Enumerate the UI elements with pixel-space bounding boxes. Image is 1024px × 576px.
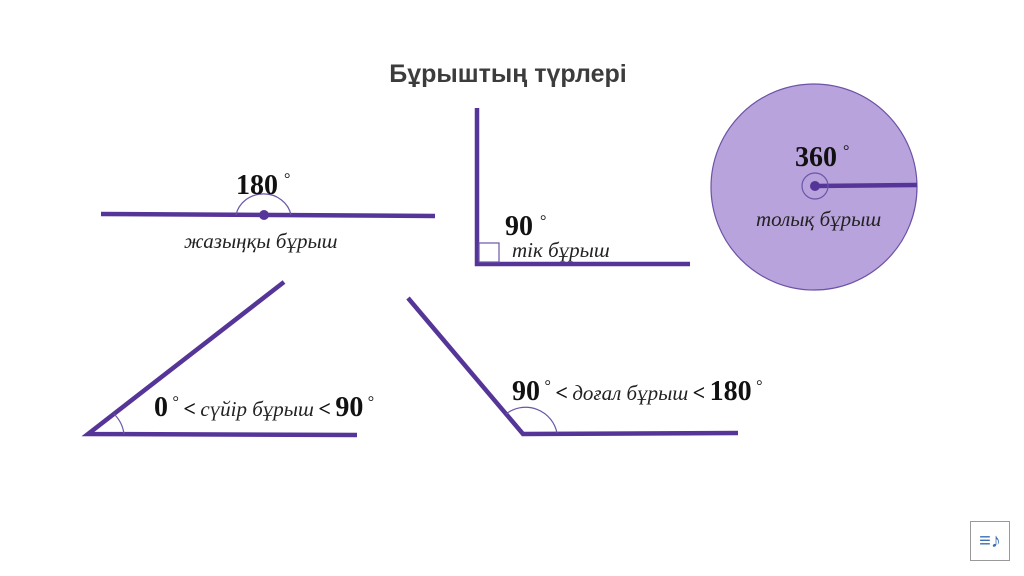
angle-arc: [235, 193, 292, 216]
angle-arc: [801, 172, 829, 200]
full-value: 360: [795, 142, 837, 173]
less-than: <: [183, 396, 196, 421]
angle-arc: [113, 413, 125, 435]
degree-symbol: °: [756, 378, 762, 395]
right-angle: 90 ° тік бұрыш: [474, 108, 690, 267]
obtuse-high: 180: [710, 376, 752, 407]
vertex-dot: [810, 181, 820, 191]
right-value: 90: [505, 211, 533, 242]
right-angle-lines: [474, 108, 690, 267]
obtuse-low: 90: [512, 376, 540, 407]
full-label: толық бұрыш: [756, 207, 881, 231]
right-label: тік бұрыш: [512, 238, 610, 262]
angle-arc: [505, 406, 558, 434]
acute-angle: 0 ° < сүйір бұрыш < 90 °: [81, 280, 374, 438]
obtuse-angle: 90 ° < доғал бұрыш < 180 °: [406, 296, 762, 437]
vertex-dot: [259, 210, 269, 220]
audio-playlist-button[interactable]: ≡♪: [970, 521, 1010, 561]
right-angle-mark: [478, 242, 500, 263]
acute-low: 0: [154, 392, 168, 423]
degree-symbol: °: [368, 394, 374, 411]
less-than: <: [693, 380, 706, 405]
straight-label: жазыңқы бұрыш: [184, 229, 338, 253]
slide-title: Бұрыштың түрлері: [389, 60, 626, 88]
less-than: <: [318, 396, 331, 421]
straight-value: 180: [236, 170, 278, 201]
acute-range: 0 ° < сүйір бұрыш < 90 °: [154, 392, 374, 423]
full-angle: 360 ° толық бұрыш: [710, 83, 918, 291]
degree-symbol: °: [843, 143, 849, 160]
acute-label: сүйір бұрыш: [200, 397, 314, 421]
audio-list-icon: ≡♪: [979, 529, 1001, 552]
less-than: <: [555, 380, 568, 405]
full-ray: [813, 182, 918, 189]
degree-symbol: °: [172, 394, 178, 411]
acute-high: 90: [335, 392, 363, 423]
degree-symbol: °: [284, 171, 290, 188]
obtuse-angle-lines: [406, 296, 739, 437]
degree-symbol: °: [544, 378, 550, 395]
acute-angle-lines: [81, 280, 358, 438]
degree-symbol: °: [540, 213, 546, 230]
obtuse-label: доғал бұрыш: [572, 381, 688, 405]
obtuse-range: 90 ° < доғал бұрыш < 180 °: [512, 376, 762, 407]
straight-angle: 180 ° жазыңқы бұрыш: [100, 170, 436, 253]
